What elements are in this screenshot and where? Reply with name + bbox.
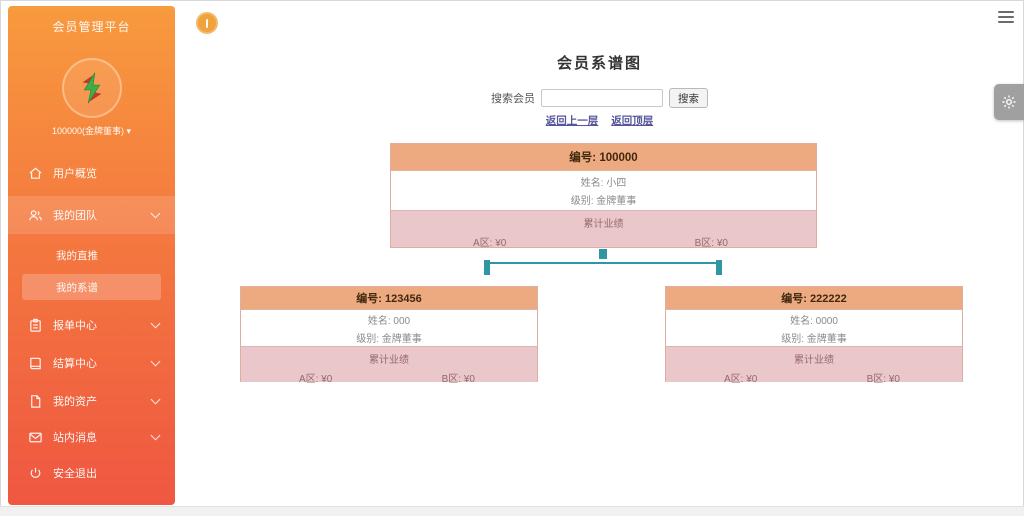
- tree-node-right-child: 编号: 222222 姓名: 0000 级别: 金牌董事 累计业绩 A区: ¥0…: [665, 286, 963, 385]
- zone-b-value: B区: ¥0: [441, 374, 475, 385]
- sidebar-subitem-my-genealogy[interactable]: 我的系谱: [22, 274, 161, 300]
- node-footer: 累计业绩 A区: ¥0 B区: ¥0: [391, 210, 816, 249]
- node-name: 姓名: 小四: [580, 178, 627, 189]
- mail-icon: [29, 432, 42, 442]
- chevron-down-icon: [150, 394, 161, 405]
- sidebar-item-my-assets[interactable]: 我的资产: [8, 386, 175, 416]
- sidebar-item-logout[interactable]: 安全退出: [8, 458, 175, 488]
- node-name: 姓名: 000: [367, 315, 411, 327]
- node-id-header[interactable]: 编号: 123456: [241, 287, 537, 310]
- node-id-header[interactable]: 编号: 222222: [666, 287, 962, 310]
- node-footer: 累计业绩 A区: ¥0 B区: ¥0: [241, 346, 537, 385]
- node-body: 姓名: 小四 级别: 金牌董事: [391, 171, 816, 210]
- sidebar-item-label: 我的团队: [53, 210, 97, 222]
- sidebar-subitem-my-direct[interactable]: 我的直推: [22, 242, 161, 268]
- nav-links: 返回上一层 返回顶层: [175, 113, 1024, 128]
- sidebar-item-label: 用户概览: [53, 168, 97, 180]
- platform-logo: [61, 58, 122, 118]
- sidebar-item-label: 结算中心: [53, 358, 97, 370]
- hamburger-menu-icon[interactable]: [998, 11, 1014, 23]
- tree-node-left-child: 编号: 123456 姓名: 000 级别: 金牌董事 累计业绩 A区: ¥0 …: [240, 286, 538, 385]
- sidebar-item-settlement-center[interactable]: 结算中心: [8, 348, 175, 378]
- collapse-glyph: [206, 18, 208, 28]
- back-to-top-level-link[interactable]: 返回顶层: [611, 115, 654, 127]
- chevron-down-icon: [150, 318, 161, 329]
- node-body: 姓名: 0000 级别: 金牌董事: [666, 310, 962, 346]
- node-body: 姓名: 000 级别: 金牌董事: [241, 310, 537, 346]
- power-icon: [30, 467, 41, 478]
- horizontal-scrollbar[interactable]: [0, 506, 1024, 516]
- node-name: 姓名: 0000: [790, 315, 838, 327]
- document-icon: [31, 394, 41, 408]
- sidebar-item-label: 站内消息: [53, 432, 97, 444]
- settings-panel-button[interactable]: [994, 84, 1024, 120]
- search-row: 搜索会员 搜索: [175, 88, 1024, 108]
- sidebar-item-label: 我的资产: [53, 396, 97, 408]
- node-level: 级别: 金牌董事: [356, 333, 422, 345]
- node-level: 级别: 金牌董事: [781, 333, 847, 345]
- zone-b-value: B区: ¥0: [866, 374, 900, 385]
- sidebar-collapse-button[interactable]: [196, 12, 218, 34]
- node-level: 级别: 金牌董事: [570, 196, 637, 207]
- users-icon: [29, 209, 42, 220]
- logo-icon: [82, 72, 101, 104]
- page-title: 会员系谱图: [556, 55, 642, 72]
- back-up-one-level-link[interactable]: 返回上一层: [545, 115, 599, 127]
- sidebar-item-my-team[interactable]: 我的团队: [8, 196, 175, 234]
- node-summary-label: 累计业绩: [794, 355, 834, 366]
- sidebar-item-label: 安全退出: [53, 468, 97, 480]
- search-button[interactable]: 搜索: [669, 88, 708, 108]
- zone-a-value: A区: ¥0: [299, 374, 333, 385]
- chevron-down-icon: [150, 208, 161, 219]
- chevron-down-icon: [150, 430, 161, 441]
- account-label[interactable]: 100000(金牌董事) ▾: [51, 126, 132, 136]
- sidebar: 会员管理平台 100000(金牌董事) ▾ 用户概览 我的团队: [8, 6, 175, 505]
- sidebar-subitem-label: 我的直推: [56, 249, 98, 262]
- node-footer: 累计业绩 A区: ¥0 B区: ¥0: [666, 346, 962, 385]
- zone-a-value: A区: ¥0: [473, 238, 507, 249]
- home-icon: [29, 167, 42, 179]
- platform-title: 会员管理平台: [52, 20, 131, 34]
- node-summary-label: 累计业绩: [369, 355, 409, 366]
- zone-b-value: B区: ¥0: [694, 238, 728, 249]
- sidebar-item-messages[interactable]: 站内消息: [8, 422, 175, 452]
- search-input[interactable]: [541, 89, 663, 107]
- book-icon: [30, 357, 41, 369]
- sidebar-item-order-center[interactable]: 报单中心: [8, 310, 175, 340]
- clipboard-icon: [30, 318, 41, 332]
- node-id-header[interactable]: 编号: 100000: [391, 144, 816, 171]
- zone-a-value: A区: ¥0: [724, 374, 758, 385]
- search-label: 搜索会员: [491, 93, 535, 105]
- node-summary-label: 累计业绩: [583, 219, 624, 230]
- sidebar-item-label: 报单中心: [53, 320, 97, 332]
- tree-node-root: 编号: 100000 姓名: 小四 级别: 金牌董事 累计业绩 A区: ¥0 B…: [390, 143, 817, 249]
- gear-icon: [1002, 95, 1016, 109]
- chevron-down-icon: [150, 356, 161, 367]
- sidebar-item-overview[interactable]: 用户概览: [8, 158, 175, 188]
- sidebar-subitem-label: 我的系谱: [56, 281, 98, 294]
